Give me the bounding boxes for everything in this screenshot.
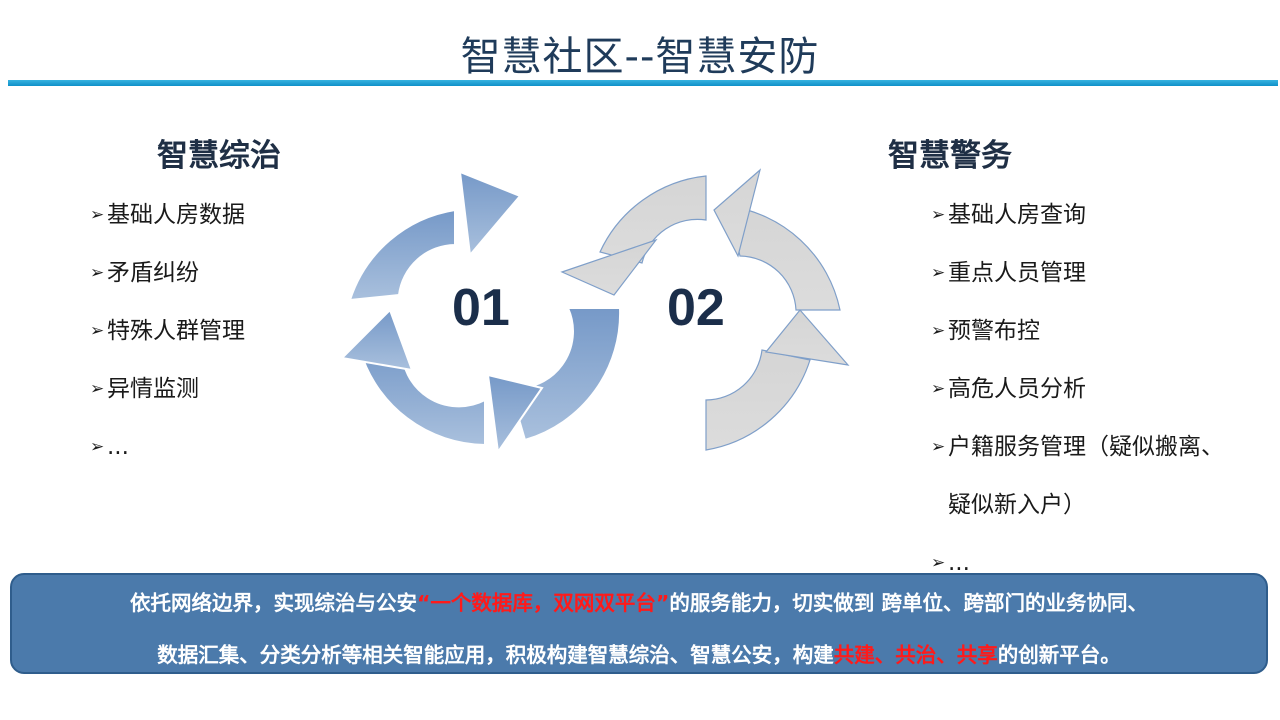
cycle-label-01: 01 <box>452 279 510 337</box>
arrow-bullet-icon: ➢ <box>931 321 946 341</box>
summary-line-1: 依托网络边界，实现综治与公安“一个数据库，双网双平台”的服务能力，切实做到 跨单… <box>129 591 1149 615</box>
cycle-arrow-head <box>560 238 658 296</box>
arrow-bullet-icon: ➢ <box>90 321 105 341</box>
cycle-arrow-segment <box>727 205 841 311</box>
page-title: 智慧社区--智慧安防 <box>460 34 820 80</box>
arrow-bullet-icon: ➢ <box>90 437 105 457</box>
list-item-continuation: 疑似新入户） <box>948 492 1086 518</box>
cycle-arrow-segment <box>599 175 707 264</box>
arrow-bullet-icon: ➢ <box>931 379 946 399</box>
cycle-arrow-head <box>764 309 850 366</box>
list-item: ➢预警布控 <box>931 312 1224 370</box>
arrow-bullet-icon: ➢ <box>90 379 105 399</box>
arrow-bullet-icon: ➢ <box>931 553 946 573</box>
summary-line-2: 数据汇集、分类分析等相关智能应用，积极构建智慧综治、智慧公安，构建共建、共治、共… <box>157 643 1121 667</box>
list-item: ➢基础人房数据 <box>90 196 245 254</box>
cycle-arrows-graphic <box>339 168 850 455</box>
cycle-arrow-segment <box>358 344 486 447</box>
cycle-arrow-head <box>486 373 544 455</box>
cycle-arrow-segment <box>705 349 811 451</box>
list-item: ➢特殊人群管理 <box>90 312 245 370</box>
list-item: ➢重点人员管理 <box>931 254 1224 312</box>
cycle-diagram: 01 02 <box>330 160 870 460</box>
arrow-bullet-icon: ➢ <box>931 205 946 225</box>
left-section-heading: 智慧综治 <box>157 138 281 174</box>
arrow-bullet-icon: ➢ <box>90 263 105 283</box>
summary-highlight-2: 共建、共治、共享 <box>833 643 998 667</box>
summary-box: 依托网络边界，实现综治与公安“一个数据库，双网双平台”的服务能力，切实做到 跨单… <box>10 573 1268 674</box>
right-section-list: ➢基础人房查询 ➢重点人员管理 ➢预警布控 ➢高危人员分析 ➢户籍服务管理（疑似… <box>931 196 1224 602</box>
left-section-list: ➢基础人房数据 ➢矛盾纠纷 ➢特殊人群管理 ➢异情监测 ➢... <box>90 196 245 486</box>
cycle-label-02: 02 <box>667 279 725 337</box>
list-item: ➢户籍服务管理（疑似搬离、 <box>931 428 1224 486</box>
right-section-heading: 智慧警务 <box>888 138 1012 174</box>
title-divider <box>8 80 1278 86</box>
cycle-arrow-head <box>713 168 762 258</box>
list-item: ➢异情监测 <box>90 370 245 428</box>
arrow-bullet-icon: ➢ <box>931 263 946 283</box>
summary-highlight-1: “一个数据库，双网双平台” <box>416 591 670 615</box>
list-item: ➢... <box>931 544 1224 602</box>
cycle-arrow-head <box>458 170 522 258</box>
arrow-bullet-icon: ➢ <box>931 437 946 457</box>
cycle-arrow-head <box>339 308 414 372</box>
list-item: ➢... <box>90 428 245 486</box>
arrow-bullet-icon: ➢ <box>90 205 105 225</box>
list-item: ➢矛盾纠纷 <box>90 254 245 312</box>
cycle-arrow-segment <box>348 208 456 302</box>
list-item: ➢高危人员分析 <box>931 370 1224 428</box>
cycle-arrow-segment <box>508 307 622 442</box>
list-item: ➢基础人房查询 <box>931 196 1224 254</box>
